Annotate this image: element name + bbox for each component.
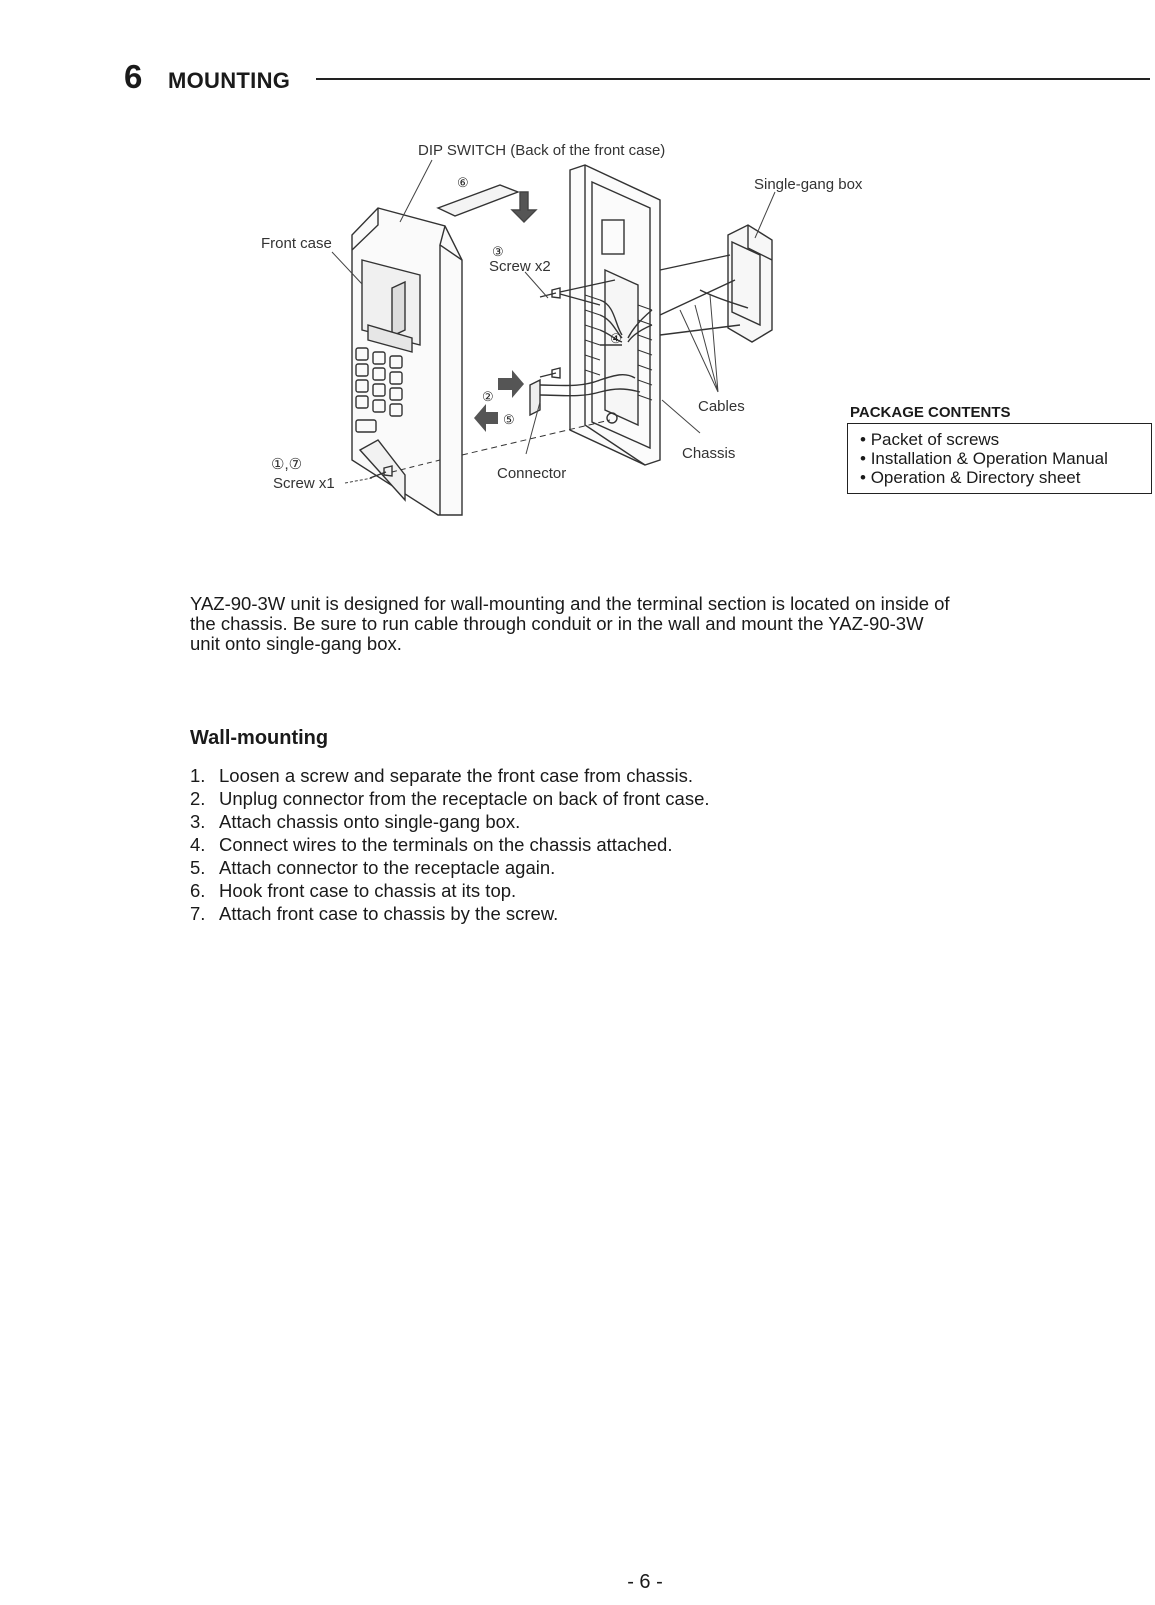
step-marker-2: ② bbox=[482, 389, 494, 404]
list-item: 1. Loosen a screw and separate the front … bbox=[190, 764, 710, 787]
list-item: 4. Connect wires to the terminals on the … bbox=[190, 833, 710, 856]
intro-paragraph: YAZ-90-3W unit is designed for wall-moun… bbox=[190, 594, 1060, 654]
list-item: 3. Attach chassis onto single-gang box. bbox=[190, 810, 710, 833]
label-single-gang-box: Single-gang box bbox=[754, 176, 863, 193]
section-number: 6 bbox=[124, 58, 143, 95]
package-contents-list: Packet of screws Installation & Operatio… bbox=[848, 424, 1151, 487]
single-gang-box-drawing bbox=[659, 224, 773, 343]
label-connector: Connector bbox=[497, 465, 566, 482]
section-header: 6 MOUNTING bbox=[124, 58, 1150, 98]
step-text: Loosen a screw and separate the front ca… bbox=[219, 765, 694, 786]
wall-mounting-steps: 1. Loosen a screw and separate the front … bbox=[190, 764, 710, 925]
label-dip-switch: DIP SWITCH (Back of the front case) bbox=[418, 142, 665, 159]
step-marker-3: ③ bbox=[492, 244, 504, 259]
front-case-drawing bbox=[351, 207, 463, 516]
step-text: Attach connector to the receptacle again… bbox=[219, 857, 556, 878]
mounting-diagram: DIP SWITCH (Back of the front case) Sing… bbox=[0, 130, 1155, 550]
chassis-drawing bbox=[569, 164, 661, 466]
step-text: Unplug connector from the receptacle on … bbox=[219, 788, 710, 809]
intro-line: unit onto single-gang box. bbox=[190, 633, 402, 654]
label-step-ref-1-7: ①,⑦ bbox=[271, 456, 302, 473]
connector-drawing bbox=[529, 373, 641, 417]
step-number: 1. bbox=[190, 765, 206, 786]
package-contents-title: PACKAGE CONTENTS bbox=[850, 404, 1011, 421]
list-item: Packet of screws bbox=[860, 430, 1151, 449]
intro-line: YAZ-90-3W unit is designed for wall-moun… bbox=[190, 593, 950, 614]
screws-x2-drawing bbox=[539, 279, 616, 379]
label-cables: Cables bbox=[698, 398, 745, 415]
step-marker-6: ⑥ bbox=[457, 175, 469, 190]
step-marker-4: ④ bbox=[610, 331, 622, 346]
step-text: Connect wires to the terminals on the ch… bbox=[219, 834, 673, 855]
step-marker-5: ⑤ bbox=[503, 412, 515, 427]
step-number: 6. bbox=[190, 880, 206, 901]
header-rule bbox=[316, 78, 1150, 80]
list-item: Installation & Operation Manual bbox=[860, 449, 1151, 468]
step-text: Attach chassis onto single-gang box. bbox=[219, 811, 521, 832]
page-number: - 6 - bbox=[627, 1571, 663, 1593]
list-item: 2. Unplug connector from the receptacle o… bbox=[190, 787, 710, 810]
step-number: 7. bbox=[190, 903, 206, 924]
step-number: 2. bbox=[190, 788, 206, 809]
label-screw-x1: Screw x1 bbox=[273, 475, 335, 492]
keypad-drawing bbox=[355, 347, 403, 433]
label-front-case: Front case bbox=[261, 235, 332, 252]
step-number: 3. bbox=[190, 811, 206, 832]
step-text: Hook front case to chassis at its top. bbox=[219, 880, 517, 901]
label-chassis: Chassis bbox=[682, 445, 735, 462]
step-number: 4. bbox=[190, 834, 206, 855]
label-screw-x2: Screw x2 bbox=[489, 258, 551, 275]
mounting-illustration: DIP SWITCH (Back of the front case) Sing… bbox=[261, 142, 863, 516]
package-contents-box: Packet of screws Installation & Operatio… bbox=[847, 423, 1152, 494]
wall-mounting-title: Wall-mounting bbox=[190, 727, 329, 749]
list-item: 7. Attach front case to chassis by the sc… bbox=[190, 902, 710, 925]
section-title: MOUNTING bbox=[168, 68, 291, 93]
step-text: Attach front case to chassis by the scre… bbox=[219, 903, 559, 924]
list-item: Operation & Directory sheet bbox=[860, 468, 1151, 487]
list-item: 5. Attach connector to the receptacle aga… bbox=[190, 856, 710, 879]
intro-line: the chassis. Be sure to run cable throug… bbox=[190, 613, 924, 634]
step-number: 5. bbox=[190, 857, 206, 878]
list-item: 6. Hook front case to chassis at its top. bbox=[190, 879, 710, 902]
